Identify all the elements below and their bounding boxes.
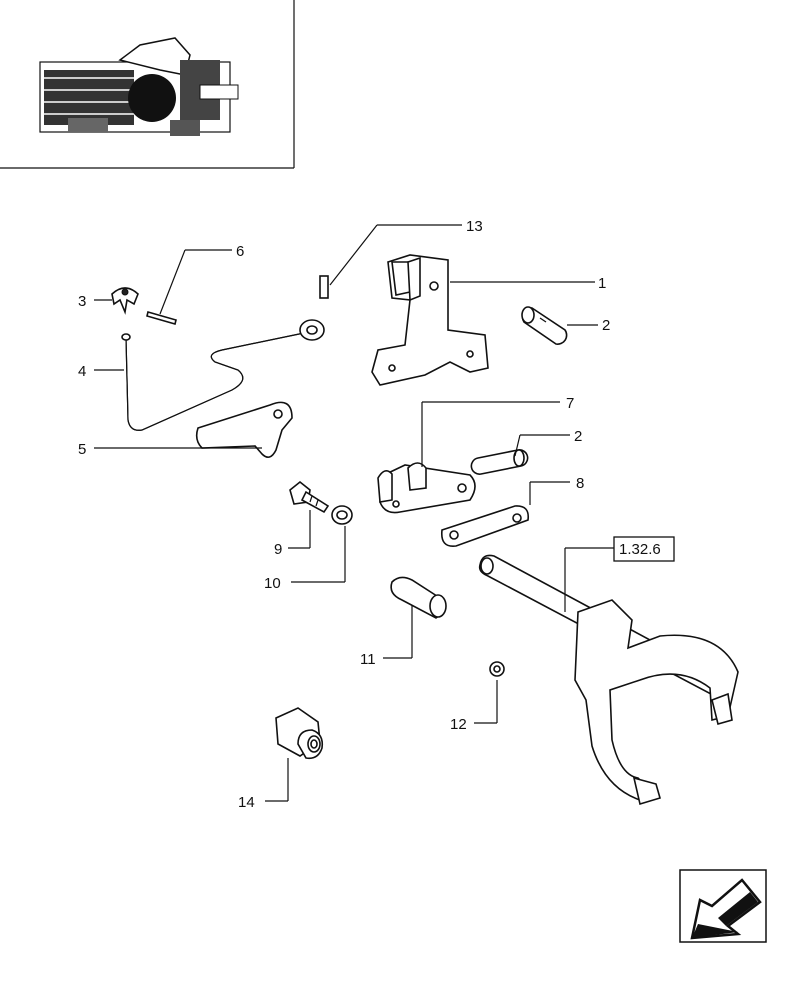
part-5-lever <box>195 401 293 458</box>
part-14-plug <box>275 707 324 760</box>
part-12-ring <box>489 661 505 677</box>
callout-2-lower: 2 <box>574 428 582 445</box>
callout-7: 7 <box>566 395 574 412</box>
nav-arrow-button[interactable] <box>679 869 767 943</box>
thumbnail-inset <box>0 0 295 169</box>
part-8-plate <box>440 505 530 547</box>
callout-14: 14 <box>238 794 255 811</box>
callout-10: 10 <box>264 575 281 592</box>
callout-2-upper: 2 <box>602 317 610 334</box>
transmission-assembly-thumbnail <box>39 37 239 136</box>
callout-5: 5 <box>78 441 86 458</box>
part-2-pin-upper <box>521 306 568 345</box>
callout-12: 12 <box>450 716 467 733</box>
callout-11: 11 <box>360 651 376 668</box>
part-4-rod <box>121 319 325 431</box>
callout-9: 9 <box>274 541 282 558</box>
reference-label[interactable]: 1.32.6 <box>619 541 661 558</box>
part-13-pin <box>319 275 329 299</box>
part-3-clip <box>111 287 139 315</box>
callout-4: 4 <box>78 363 86 380</box>
arrow-southwest-icon <box>690 878 762 940</box>
part-6-pin <box>146 311 177 325</box>
callout-1: 1 <box>598 275 606 292</box>
callout-8: 8 <box>576 475 584 492</box>
part-7-link <box>377 462 476 514</box>
part-10-washer <box>331 505 353 525</box>
shift-rod-and-fork <box>478 554 739 806</box>
part-9-bolt <box>289 480 330 514</box>
reference-box <box>613 536 675 562</box>
part-1-bracket <box>371 254 489 386</box>
part-2-pin-lower <box>470 449 529 475</box>
callout-3: 3 <box>78 293 86 310</box>
part-11-bushing <box>390 576 447 619</box>
callout-13: 13 <box>466 218 483 235</box>
callout-6: 6 <box>236 243 244 260</box>
